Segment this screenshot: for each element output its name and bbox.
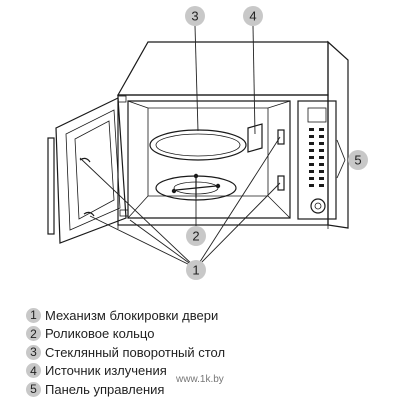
watermark: www.1k.by	[176, 374, 224, 385]
legend-item: 2 Роликовое кольцо	[26, 325, 326, 343]
callout-5: 5	[348, 150, 368, 170]
svg-text:1: 1	[192, 263, 199, 278]
callout-3: 3	[185, 6, 205, 26]
callout-2: 2	[186, 226, 206, 246]
legend-number: 2	[26, 326, 41, 341]
legend: 1 Механизм блокировки двери 2 Роликовое …	[26, 306, 326, 399]
legend-label: Механизм блокировки двери	[45, 307, 219, 323]
legend-label: Роликовое кольцо	[45, 326, 155, 341]
legend-label: Стеклянный поворотный стол	[45, 344, 226, 360]
glass-turntable	[149, 129, 247, 161]
legend-number: 4	[26, 363, 41, 378]
waveguide-cover	[247, 123, 263, 153]
legend-number: 3	[26, 344, 41, 360]
callout-1: 1	[186, 260, 206, 280]
legend-number: 1	[26, 307, 41, 323]
microwave-body	[116, 40, 349, 229]
control-panel	[297, 100, 337, 220]
legend-item: 3 Стеклянный поворотный стол	[26, 343, 326, 361]
microwave-diagram: 3 4 5 2 1	[47, 6, 368, 280]
svg-text:2: 2	[192, 229, 199, 244]
callout-4: 4	[243, 6, 263, 26]
legend-item: 1 Механизм блокировки двери	[26, 306, 326, 324]
interlock-slot	[277, 129, 285, 145]
legend-number: 5	[26, 381, 41, 397]
microwave-door	[47, 95, 129, 244]
svg-text:3: 3	[191, 9, 198, 24]
leader-lines	[79, 25, 346, 269]
legend-item: 4 Источник излучения	[26, 362, 326, 380]
legend-label: Источник излучения	[45, 363, 167, 378]
legend-label: Панель управления	[45, 381, 165, 397]
svg-text:5: 5	[354, 153, 361, 168]
interlock-slot	[277, 175, 285, 191]
legend-item: 5 Панель управления	[26, 380, 326, 398]
svg-text:4: 4	[249, 9, 256, 24]
